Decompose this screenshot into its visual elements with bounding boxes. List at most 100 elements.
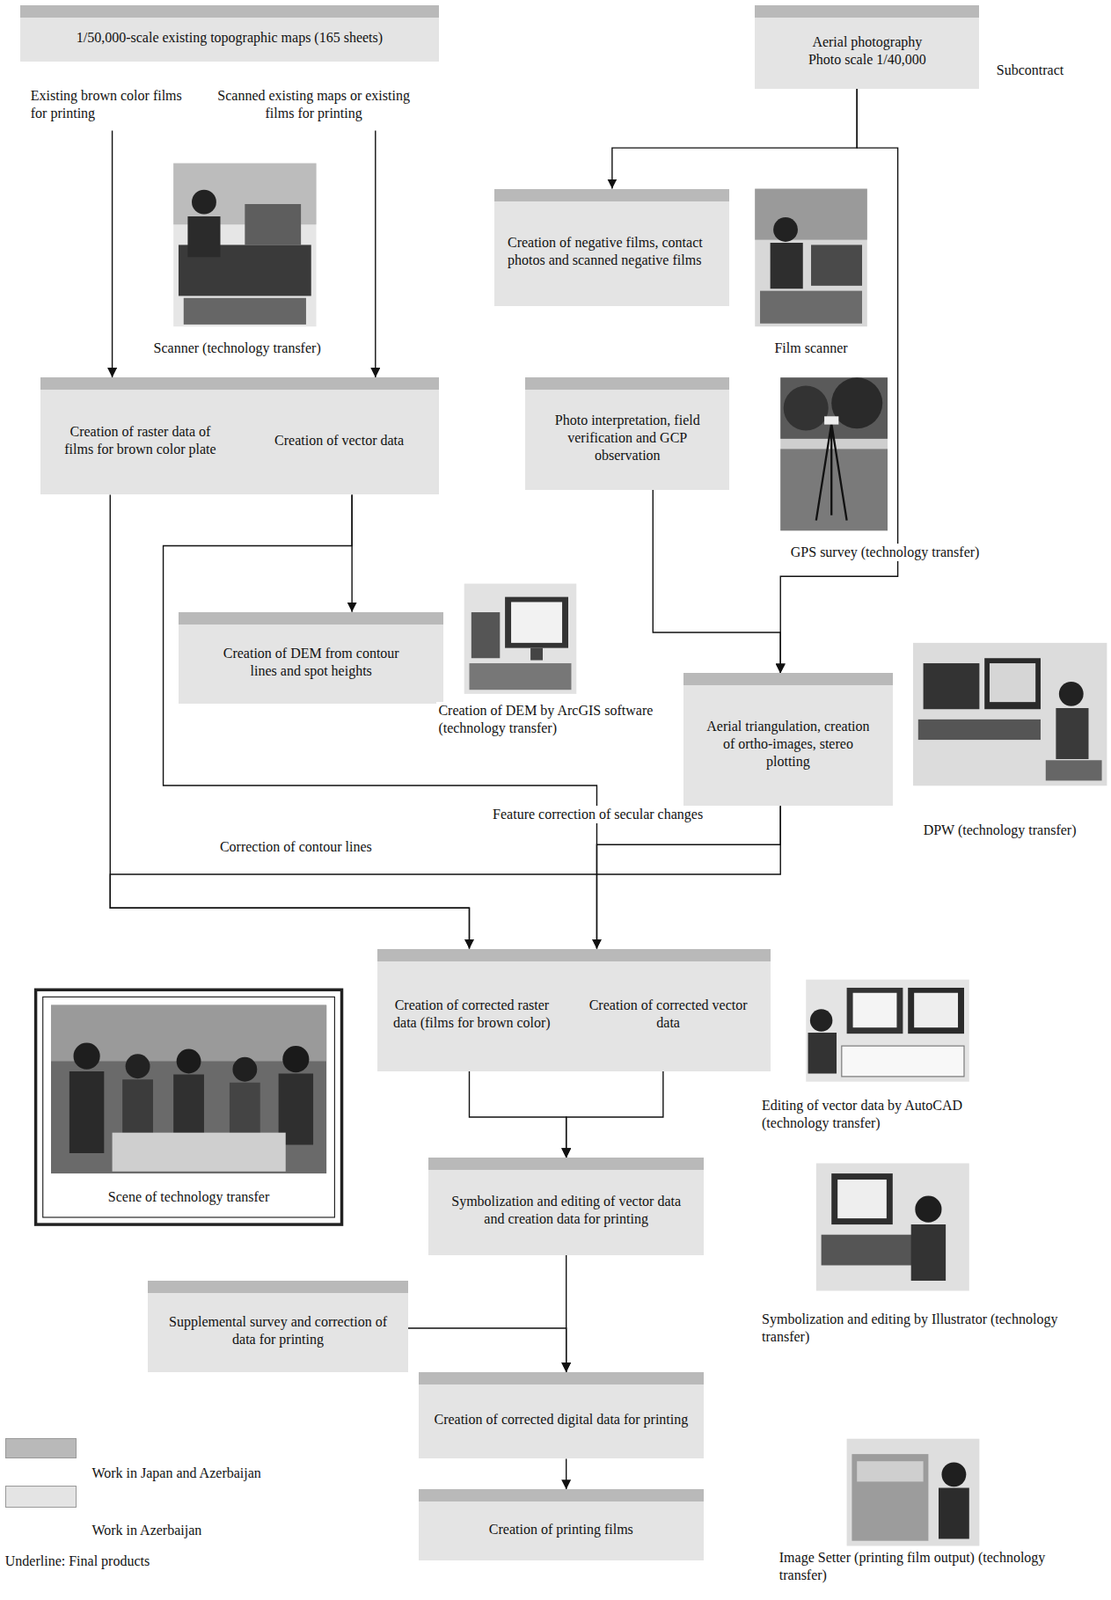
legend-text: Work in Japan and Azerbaijan bbox=[91, 1464, 261, 1483]
flow-arrow bbox=[468, 1071, 566, 1159]
autocad-photo bbox=[847, 987, 904, 1034]
source-item: Scanned existing maps or existing films … bbox=[204, 79, 424, 131]
node-text: Creation of vector data bbox=[263, 431, 417, 450]
flow-arrow bbox=[408, 1328, 567, 1373]
dpw-photo bbox=[923, 663, 980, 709]
illustrator-photo bbox=[911, 1224, 946, 1281]
film-scanner-photo bbox=[811, 244, 863, 286]
flow-arrow bbox=[596, 805, 781, 949]
flow-arrow bbox=[566, 1071, 664, 1159]
technology-transfer-photo-frame bbox=[51, 1005, 327, 1174]
dem-software-photo bbox=[511, 601, 563, 643]
legend-swatch bbox=[5, 1485, 77, 1509]
node-text: 1/50,000-scale existing topographic maps… bbox=[30, 29, 429, 47]
process-box: Creation of corrected raster data (films… bbox=[377, 949, 567, 1072]
node-text: Symbolization and editing of vector data… bbox=[445, 1192, 687, 1228]
process-box: Creation of DEM from contour lines and s… bbox=[178, 612, 445, 704]
gps-survey-photo bbox=[824, 416, 839, 424]
technology-transfer-photo-frame bbox=[112, 1132, 286, 1172]
node-text: Creation of negative films, contact phot… bbox=[507, 233, 717, 270]
photo-caption: Scanner (technology transfer) bbox=[127, 339, 347, 358]
source-box: Aerial photography Photo scale 1/40,000 bbox=[754, 5, 980, 89]
flow-arrow bbox=[109, 494, 469, 949]
node-text: Supplemental survey and correction of da… bbox=[160, 1313, 396, 1349]
technology-transfer-photo-frame bbox=[125, 1053, 151, 1079]
photo-caption: Scene of technology transfer bbox=[51, 1188, 327, 1207]
photo-caption: Creation of DEM by ArcGIS software (tech… bbox=[436, 701, 666, 738]
node-text: Aerial photography Photo scale 1/40,000 bbox=[796, 33, 939, 69]
gps-survey-photo bbox=[780, 377, 888, 531]
flow-arrow bbox=[652, 489, 781, 674]
legend-text: Work in Azerbaijan bbox=[91, 1521, 202, 1540]
node-text: Creation of corrected digital data for p… bbox=[433, 1410, 689, 1429]
illustrator-photo bbox=[816, 1162, 970, 1291]
autocad-photo bbox=[805, 979, 970, 1082]
illustrator-photo bbox=[821, 1235, 914, 1266]
node-text: Scanned existing maps or existing films … bbox=[216, 87, 410, 123]
dem-software-photo bbox=[464, 584, 578, 695]
gps-survey-photo bbox=[816, 423, 848, 520]
image-setter-photo bbox=[938, 1487, 970, 1539]
technology-transfer-photo-frame bbox=[232, 1057, 257, 1082]
node-text: Creation of printing films bbox=[433, 1520, 689, 1539]
node-text: Creation of corrected raster data (films… bbox=[390, 996, 555, 1032]
autocad-photo bbox=[805, 979, 970, 1082]
gps-survey-photo bbox=[780, 377, 888, 531]
edge-label: Correction of contour lines bbox=[193, 838, 398, 856]
gps-survey-photo bbox=[780, 377, 888, 439]
autocad-photo bbox=[808, 1032, 837, 1074]
dpw-photo bbox=[1045, 760, 1103, 781]
node-text: Creation of corrected vector data bbox=[586, 996, 751, 1032]
autocad-photo bbox=[810, 1008, 834, 1032]
edge-label: Feature correction of secular changes bbox=[464, 805, 732, 824]
scanner-photo bbox=[173, 163, 316, 328]
flow-arrow bbox=[612, 88, 857, 190]
flow-arrow bbox=[109, 805, 781, 949]
node-text: Aerial triangulation, creation of ortho-… bbox=[703, 717, 872, 771]
technology-transfer-photo-frame bbox=[69, 1071, 104, 1154]
photo-caption: Image Setter (printing film output) (tec… bbox=[777, 1549, 1053, 1585]
scanner-photo bbox=[244, 204, 301, 245]
image-setter-photo bbox=[856, 1461, 923, 1482]
process-box: Creation of negative films, contact phot… bbox=[494, 189, 730, 307]
gps-survey-photo bbox=[783, 386, 829, 432]
autocad-photo bbox=[913, 993, 958, 1028]
image-setter-photo bbox=[847, 1439, 980, 1547]
legend-swatch bbox=[5, 1438, 77, 1459]
film-scanner-photo bbox=[754, 189, 868, 328]
process-box: Creation of corrected vector data bbox=[566, 949, 771, 1072]
technology-transfer-photo-frame bbox=[173, 1074, 205, 1141]
process-box: Creation of vector data bbox=[240, 377, 439, 495]
autocad-photo bbox=[841, 1045, 965, 1077]
film-scanner-photo bbox=[770, 242, 804, 289]
image-setter-photo bbox=[851, 1454, 929, 1542]
flow-arrow bbox=[374, 130, 376, 378]
film-scanner-photo bbox=[754, 189, 868, 328]
dpw-photo bbox=[1055, 708, 1089, 760]
technology-transfer-photo-frame bbox=[36, 989, 343, 1225]
technology-transfer-photo-frame bbox=[43, 996, 336, 1218]
dpw-photo bbox=[918, 719, 1041, 740]
gps-survey-photo bbox=[831, 377, 883, 429]
scanner-photo bbox=[183, 298, 307, 325]
film-scanner-photo bbox=[760, 291, 863, 324]
dpw-photo bbox=[913, 643, 1107, 786]
photo-caption: DPW (technology transfer) bbox=[892, 821, 1108, 840]
autocad-photo bbox=[853, 993, 898, 1028]
source-item: Existing brown color films for printing bbox=[20, 79, 194, 131]
legend-text: Underline: Final products bbox=[5, 1552, 150, 1571]
scanner-photo bbox=[191, 190, 217, 215]
technology-transfer-photo-frame bbox=[122, 1079, 154, 1141]
technology-transfer-photo-frame bbox=[73, 1043, 101, 1070]
autocad-photo bbox=[907, 987, 965, 1034]
node-text: Creation of raster data of films for bro… bbox=[63, 423, 217, 459]
node-text: Existing brown color films for printing bbox=[30, 87, 184, 123]
technology-transfer-photo-frame bbox=[36, 989, 343, 1225]
connector-group bbox=[109, 88, 898, 1490]
process-box: Symbolization and editing of vector data… bbox=[428, 1157, 704, 1255]
technology-transfer-photo-frame bbox=[176, 1049, 202, 1075]
dem-software-photo bbox=[464, 584, 578, 695]
node-text: Photo interpretation, field verification… bbox=[543, 411, 712, 465]
dpw-photo bbox=[989, 663, 1036, 702]
flow-arrow bbox=[565, 1458, 567, 1490]
